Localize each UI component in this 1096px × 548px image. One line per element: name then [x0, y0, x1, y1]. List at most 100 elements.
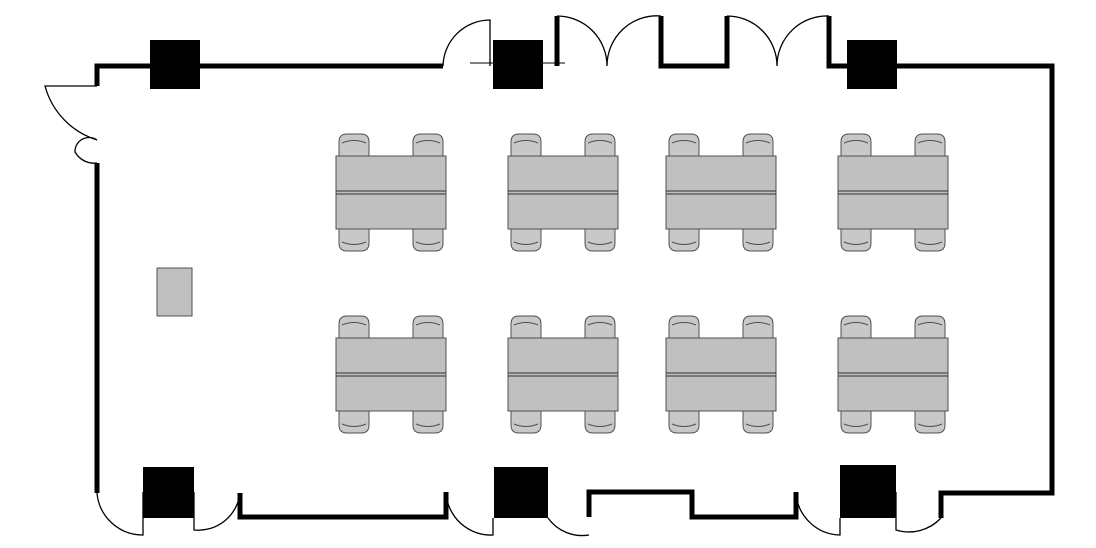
chair: [840, 408, 872, 434]
lectern: [156, 267, 193, 317]
table: [335, 337, 447, 412]
column-bottom-right: [840, 465, 896, 518]
chair-back: [745, 140, 771, 144]
chair: [338, 315, 370, 341]
chair-back: [843, 322, 869, 326]
chair-seat: [510, 315, 542, 341]
chair-seat: [412, 315, 444, 341]
chair-back: [513, 423, 539, 427]
table-group: [507, 315, 619, 434]
door-bottom-left: [96, 492, 144, 536]
chair: [584, 133, 616, 159]
chair-seat: [742, 133, 774, 159]
chair-back: [587, 241, 613, 245]
chair-seat: [668, 133, 700, 159]
chair-seat: [840, 226, 872, 252]
chair-back: [671, 140, 697, 144]
chair: [914, 226, 946, 252]
chair: [510, 408, 542, 434]
chair-seat: [510, 226, 542, 252]
chair: [510, 133, 542, 159]
chair: [668, 315, 700, 341]
chair-back: [341, 423, 367, 427]
chair: [584, 408, 616, 434]
chair: [510, 226, 542, 252]
chair-back: [745, 322, 771, 326]
table-group: [837, 315, 949, 434]
chair-back: [917, 423, 943, 427]
table-group: [837, 133, 949, 252]
chair-seat: [584, 408, 616, 434]
wall-top-left: [94, 63, 443, 86]
chair-seat: [914, 133, 946, 159]
table: [335, 155, 447, 230]
chair-back: [587, 423, 613, 427]
chair-back: [415, 423, 441, 427]
door-left: [44, 85, 98, 164]
chair-seat: [510, 408, 542, 434]
chair-back: [415, 322, 441, 326]
table: [665, 337, 777, 412]
chair-seat: [338, 315, 370, 341]
chair: [338, 226, 370, 252]
chair-back: [341, 140, 367, 144]
walls: [94, 16, 1055, 520]
chair-back: [671, 423, 697, 427]
chair-seat: [338, 226, 370, 252]
chair-back: [745, 241, 771, 245]
chair-seat: [668, 315, 700, 341]
table-group: [335, 315, 447, 434]
table: [507, 337, 619, 412]
chair-seat: [742, 226, 774, 252]
table: [837, 155, 949, 230]
chair: [412, 315, 444, 341]
door-swings: [44, 15, 942, 537]
chair: [668, 133, 700, 159]
chair-seat: [412, 133, 444, 159]
table: [507, 155, 619, 230]
chair: [840, 133, 872, 159]
table: [665, 155, 777, 230]
chair-seat: [742, 315, 774, 341]
chair-back: [843, 423, 869, 427]
chair-back: [917, 241, 943, 245]
chair-back: [671, 322, 697, 326]
chair: [338, 408, 370, 434]
door-bottom-mid: [445, 491, 494, 536]
chair: [840, 315, 872, 341]
chair-back: [415, 140, 441, 144]
chair-back: [843, 140, 869, 144]
chair-seat: [412, 226, 444, 252]
chair-seat: [742, 408, 774, 434]
table-group: [665, 315, 777, 434]
door-bottom-left-2: [193, 492, 241, 531]
chair: [584, 226, 616, 252]
chair: [742, 408, 774, 434]
chair-back: [415, 241, 441, 245]
chair: [338, 133, 370, 159]
chair-back: [341, 322, 367, 326]
chair: [412, 133, 444, 159]
chair-seat: [840, 133, 872, 159]
table: [837, 337, 949, 412]
wall-bottom-a: [237, 492, 449, 520]
chair-back: [843, 241, 869, 245]
chair: [742, 226, 774, 252]
chair-seat: [840, 408, 872, 434]
chair-seat: [338, 408, 370, 434]
column-top-mid: [493, 40, 543, 89]
door-top-pair-b: [726, 15, 830, 67]
chair: [914, 408, 946, 434]
table-groups: [335, 133, 949, 434]
chair: [914, 315, 946, 341]
chair-back: [341, 241, 367, 245]
table-group: [665, 133, 777, 252]
chair: [412, 226, 444, 252]
wall-bottom-b: [586, 489, 799, 520]
chair: [914, 133, 946, 159]
chair: [742, 133, 774, 159]
chair-back: [513, 322, 539, 326]
columns: [143, 40, 897, 518]
chair: [840, 226, 872, 252]
